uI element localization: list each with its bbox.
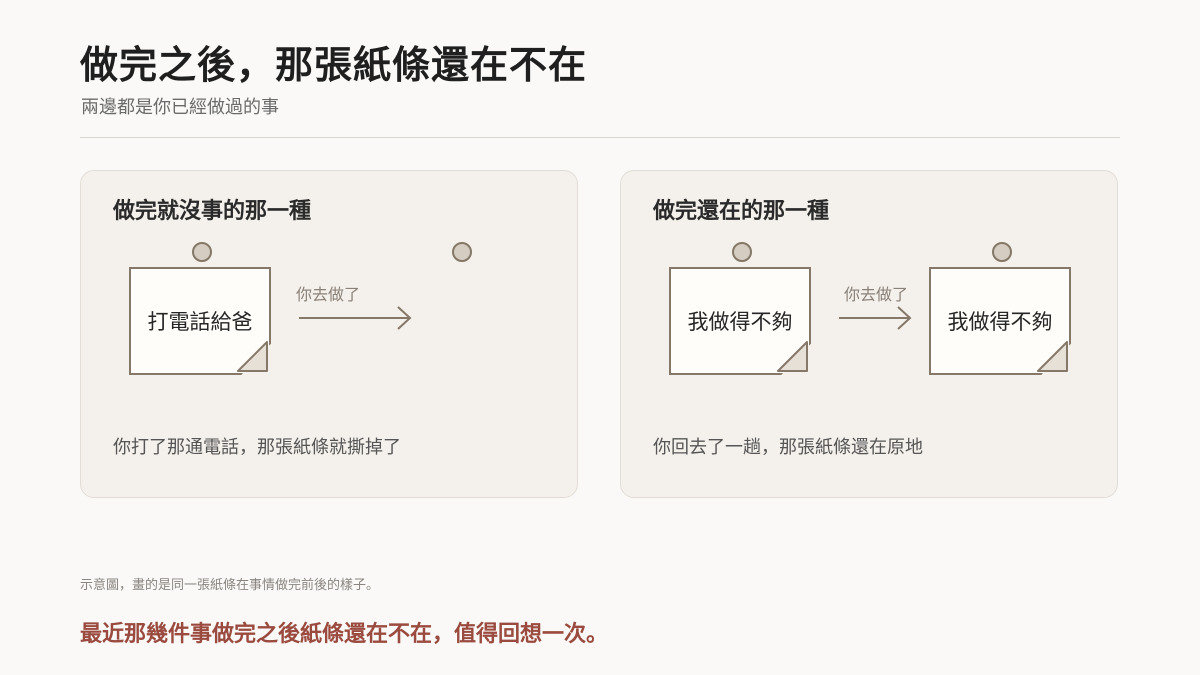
folded-corner-icon [1037,341,1068,372]
pin-icon [732,242,752,262]
page-title: 做完之後，那張紙條還在不在 [80,42,588,87]
sticky-note-text: 打電話給爸 [147,310,253,334]
panel-done-and-still-there: 做完還在的那一種 我做得不夠 你去做了 我做得不夠 你回去了一趟，那張紙條還在原… [620,170,1118,498]
panel-heading: 做完還在的那一種 [653,198,830,224]
sticky-note-after: 我做得不夠 [929,267,1071,375]
panel-caption: 你回去了一趟，那張紙條還在原地 [653,437,923,458]
panel-caption: 你打了那通電話，那張紙條就撕掉了 [113,437,401,458]
right-arrow-icon [299,306,412,330]
folded-corner-icon [777,341,808,372]
panel-done-and-gone: 做完就沒事的那一種 打電話給爸 你去做了 你打了那通電話，那張紙條就撕掉了 [80,170,578,498]
sticky-note-before: 打電話給爸 [129,267,271,375]
right-arrow-icon [839,306,912,330]
page-subtitle: 兩邊都是你已經做過的事 [81,97,279,118]
conclusion-text: 最近那幾件事做完之後紙條還在不在，值得回想一次。 [80,621,609,647]
pin-icon [992,242,1012,262]
sticky-note-text: 我做得不夠 [947,310,1053,334]
sticky-note-before: 我做得不夠 [669,267,811,375]
folded-corner-icon [237,341,268,372]
arrow-label: 你去做了 [843,285,908,304]
pin-icon [192,242,212,262]
header-divider [80,137,1120,138]
arrow-label: 你去做了 [295,285,360,304]
sticky-note-text: 我做得不夠 [687,310,793,334]
panel-heading: 做完就沒事的那一種 [113,198,312,224]
empty-pin-icon [452,242,472,262]
footnote: 示意圖，畫的是同一張紙條在事情做完前後的樣子。 [80,578,380,593]
